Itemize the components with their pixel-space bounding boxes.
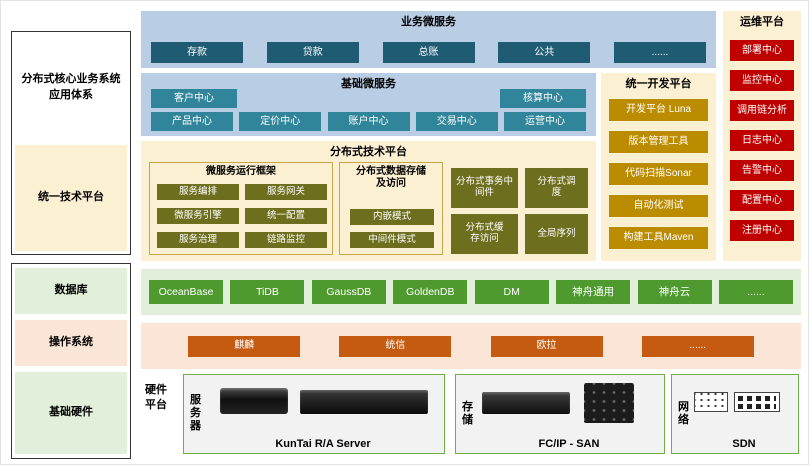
ops-center-item: 监控中心 bbox=[730, 70, 794, 91]
biz-service-item: 存款 bbox=[151, 42, 243, 63]
label-storage: 存储 bbox=[462, 400, 473, 426]
section-os-row: 麒麟 统信 欧拉 ...... bbox=[141, 323, 801, 369]
global-sequence: 全局序列 bbox=[525, 214, 588, 254]
database-item: OceanBase bbox=[149, 280, 223, 304]
server-group-box: 服务器 KunTai R/A Server bbox=[183, 374, 445, 454]
biz-service-item: ...... bbox=[614, 42, 706, 63]
dev-platform-column: 开发平台 Luna 版本管理工具 代码扫描Sonar 自动化测试 构建工具Mav… bbox=[609, 99, 708, 249]
storage-caption: FC/IP - SAN bbox=[538, 438, 600, 450]
business-microservices-title: 业务微服务 bbox=[401, 16, 456, 28]
runtime-framework-grid: 服务编排 服务网关 微服务引擎 统一配置 服务治理 链路监控 bbox=[157, 184, 327, 248]
distributed-storage-title: 分布式数据存储及访问 bbox=[356, 166, 426, 189]
label-server: 服务器 bbox=[190, 394, 201, 433]
ops-center-item: 部署中心 bbox=[730, 40, 794, 61]
basic-service-item: 核算中心 bbox=[500, 89, 586, 108]
ops-center-item: 注册中心 bbox=[730, 220, 794, 241]
storage-image bbox=[482, 392, 570, 414]
runtime-item: 链路监控 bbox=[245, 232, 327, 248]
ops-platform-title: 运维平台 bbox=[740, 16, 784, 28]
label-database: 数据库 bbox=[15, 268, 127, 314]
server-caption: KunTai R/A Server bbox=[275, 438, 371, 450]
database-item: DM bbox=[474, 280, 549, 304]
basic-service-item: 定价中心 bbox=[239, 112, 322, 131]
ops-platform-column: 部署中心 监控中心 调用链分析 日志中心 告警中心 配置中心 注册中心 bbox=[730, 40, 794, 241]
ops-center-item: 日志中心 bbox=[730, 130, 794, 151]
database-item: GoldenDB bbox=[393, 280, 468, 304]
os-item: 欧拉 bbox=[490, 335, 603, 357]
basic-service-item: 产品中心 bbox=[151, 112, 233, 131]
basic-service-item: 客户中心 bbox=[151, 89, 237, 108]
dev-tool-item: 构建工具Maven bbox=[609, 227, 708, 249]
left-panel-application-system: 分布式核心业务系统应用体系 统一技术平台 bbox=[11, 31, 131, 255]
ops-center-item: 调用链分析 bbox=[730, 100, 794, 121]
basic-microservices-title: 基础微服务 bbox=[341, 78, 396, 90]
runtime-item: 微服务引擎 bbox=[157, 208, 239, 224]
ops-center-item: 告警中心 bbox=[730, 160, 794, 181]
dev-tool-item: 自动化测试 bbox=[609, 195, 708, 217]
biz-service-item: 贷款 bbox=[266, 42, 359, 63]
os-item: ...... bbox=[641, 335, 754, 357]
distributed-transaction-middleware: 分布式事务中间件 bbox=[451, 168, 518, 208]
section-basic-microservices: 基础微服务 客户中心 核算中心 产品中心 定价中心 账户中心 交易中心 运营中心 bbox=[141, 73, 596, 136]
database-item: 神舟通用 bbox=[556, 280, 631, 304]
label-operating-system: 操作系统 bbox=[15, 320, 127, 366]
distributed-cache-access: 分布式缓存访问 bbox=[451, 214, 518, 254]
storage-image bbox=[584, 383, 634, 423]
basic-service-item: 交易中心 bbox=[415, 112, 498, 131]
basic-service-item: 运营中心 bbox=[504, 112, 586, 131]
dev-tool-item: 代码扫描Sonar bbox=[609, 163, 708, 185]
ops-center-item: 配置中心 bbox=[730, 190, 794, 211]
section-distributed-tech-platform: 分布式技术平台 微服务运行框架 服务编排 服务网关 微服务引擎 统一配置 服务治… bbox=[141, 141, 596, 261]
label-app-system: 分布式核心业务系统应用体系 bbox=[15, 35, 127, 141]
storage-group-box: 存储 FC/IP - SAN bbox=[455, 374, 665, 454]
left-panel-infrastructure: 数据库 操作系统 基础硬件 bbox=[11, 263, 131, 459]
section-database-row: OceanBase TiDB GaussDB GoldenDB DM 神舟通用 … bbox=[141, 269, 801, 315]
biz-service-item: 公共 bbox=[498, 42, 591, 63]
basic-service-item: 账户中心 bbox=[327, 112, 410, 131]
dev-tool-item: 版本管理工具 bbox=[609, 131, 708, 153]
dev-tool-item: 开发平台 Luna bbox=[609, 99, 708, 121]
runtime-framework-title: 微服务运行框架 bbox=[206, 166, 276, 177]
os-item: 麒麟 bbox=[188, 335, 301, 357]
runtime-item: 统一配置 bbox=[245, 208, 327, 224]
section-business-microservices: 业务微服务 存款 贷款 总账 公共 ...... bbox=[141, 11, 716, 68]
microservice-runtime-box: 微服务运行框架 服务编排 服务网关 微服务引擎 统一配置 服务治理 链路监控 bbox=[149, 162, 333, 255]
distributed-scheduler: 分布式调度 bbox=[525, 168, 588, 208]
storage-mode-item: 中间件模式 bbox=[350, 232, 434, 248]
dev-platform-title: 统一开发平台 bbox=[625, 78, 692, 90]
section-hardware-platform: 硬件平台 服务器 KunTai R/A Server 存储 FC/IP - SA… bbox=[141, 371, 801, 459]
label-network: 网络 bbox=[678, 400, 689, 426]
business-microservices-row: 存款 贷款 总账 公共 ...... bbox=[151, 42, 706, 63]
label-basic-hardware: 基础硬件 bbox=[15, 372, 127, 454]
network-group-box: 网络 SDN bbox=[671, 374, 799, 454]
network-caption: SDN bbox=[732, 438, 756, 450]
network-device-image bbox=[694, 392, 728, 412]
label-unified-tech-platform: 统一技术平台 bbox=[15, 145, 127, 251]
runtime-item: 服务编排 bbox=[157, 184, 239, 200]
biz-service-item: 总账 bbox=[382, 42, 475, 63]
runtime-item: 服务治理 bbox=[157, 232, 239, 248]
network-device-image bbox=[734, 392, 780, 412]
os-row: 麒麟 统信 欧拉 ...... bbox=[149, 323, 793, 369]
os-item: 统信 bbox=[339, 335, 452, 357]
distributed-storage-box: 分布式数据存储及访问 内嵌模式 中间件模式 bbox=[339, 162, 443, 255]
database-item: ...... bbox=[718, 280, 793, 304]
database-item: 神舟云 bbox=[637, 280, 712, 304]
section-unified-dev-platform: 统一开发平台 开发平台 Luna 版本管理工具 代码扫描Sonar 自动化测试 … bbox=[601, 73, 716, 261]
server-image bbox=[300, 390, 428, 414]
distributed-tech-title: 分布式技术平台 bbox=[330, 146, 407, 158]
runtime-item: 服务网关 bbox=[245, 184, 327, 200]
label-hardware-platform: 硬件平台 bbox=[145, 384, 167, 411]
database-item: TiDB bbox=[230, 280, 305, 304]
database-item: GaussDB bbox=[311, 280, 386, 304]
section-ops-platform: 运维平台 部署中心 监控中心 调用链分析 日志中心 告警中心 配置中心 注册中心 bbox=[723, 11, 801, 261]
basic-microservices-row2: 产品中心 定价中心 账户中心 交易中心 运营中心 bbox=[151, 112, 586, 131]
server-image bbox=[220, 388, 288, 414]
storage-mode-item: 内嵌模式 bbox=[350, 209, 434, 225]
database-row: OceanBase TiDB GaussDB GoldenDB DM 神舟通用 … bbox=[149, 269, 793, 315]
